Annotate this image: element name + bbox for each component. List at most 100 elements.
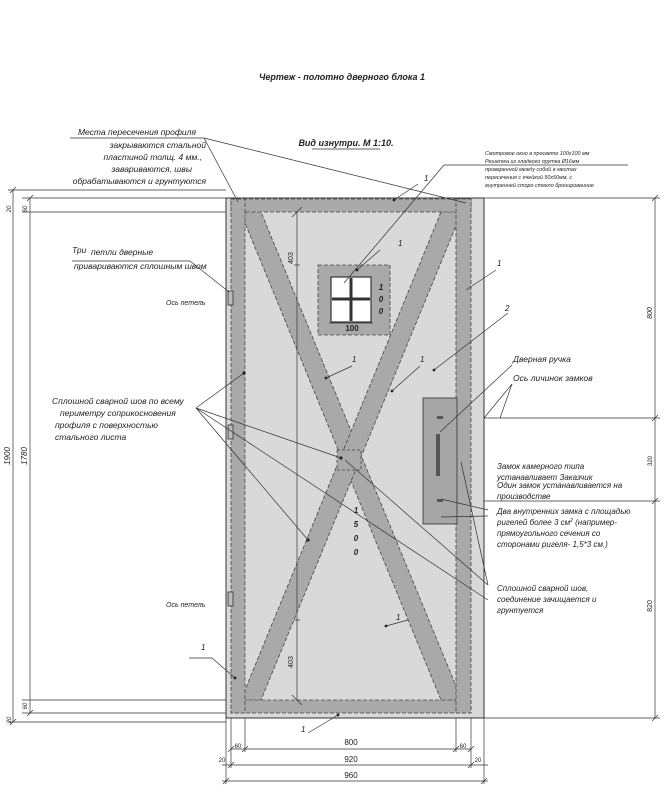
note-window: Смотровое окно в просвете 100х100 мм Реш… bbox=[485, 151, 594, 189]
note-profile-crossing-line-1: Места пересечения профиля bbox=[78, 127, 196, 137]
note-weld-cleaned: Сплошной сварной шов, соединение зачищае… bbox=[497, 584, 597, 615]
dim-1900: 1900 bbox=[3, 447, 12, 465]
note-locks-inner: Два внутренних замка с площадью ригелей … bbox=[496, 507, 630, 549]
note-lock-axis: Ось личинок замков bbox=[513, 373, 593, 383]
hinge-axis-bottom-label: Ось петель bbox=[166, 602, 206, 609]
frame-profiles bbox=[230, 198, 472, 714]
internal-dimension bbox=[291, 206, 303, 706]
note-door-handle: Дверная ручка bbox=[512, 354, 571, 364]
note-lock-factory-line-2: производстве bbox=[497, 492, 551, 501]
dim-1500-digit-4: 0 bbox=[354, 548, 359, 557]
dim-1500-digit-1: 1 bbox=[354, 506, 359, 515]
note-locks-inner-line-2: ригелей более 3 см2 (например- bbox=[496, 518, 617, 527]
note-hinges-line-1: петли дверные bbox=[91, 247, 153, 257]
handle-bar bbox=[436, 434, 440, 476]
dim-800-bottom: 800 bbox=[344, 738, 358, 747]
dim-1500-digit-2: 5 bbox=[354, 520, 359, 529]
note-window-line-2: Решетка из гладкого прутка Ø16мм bbox=[485, 159, 580, 165]
note-window-line-1: Смотровое окно в просвете 100х100 мм bbox=[485, 151, 590, 157]
leader-dots bbox=[233, 198, 436, 717]
dim-20-bottom-right: 20 bbox=[475, 758, 482, 764]
window-height-digit-3: 0 bbox=[379, 307, 384, 316]
hinge-top bbox=[227, 290, 234, 306]
note-weld-cleaned-line-3: грунтуется bbox=[497, 606, 544, 615]
profile-bottom bbox=[230, 699, 472, 714]
lock-cylinder-top bbox=[437, 416, 443, 419]
note-window-line-3: проваренной между собой в местах bbox=[485, 166, 577, 173]
note-window-line-5: внутренней сторо стекло бронированное bbox=[485, 182, 594, 189]
left-dimensions bbox=[8, 186, 226, 726]
dim-920: 920 bbox=[344, 755, 358, 764]
note-lock-chamber-line-1: Замок камерного типа bbox=[497, 462, 585, 471]
dim-left-top-60: 60 bbox=[23, 205, 29, 212]
callout-top-profile: 1 bbox=[424, 174, 428, 183]
note-perimeter-weld: Сплошной сварной шов по всему периметру … bbox=[52, 396, 185, 442]
dim-820-right: 820 bbox=[647, 600, 654, 612]
drawing-title: Чертеж - полотно дверного блока 1 bbox=[259, 72, 425, 82]
bottom-dimensions bbox=[222, 718, 488, 785]
dim-1780: 1780 bbox=[20, 447, 29, 465]
window-height-digit-1: 1 bbox=[379, 283, 384, 292]
note-weld-cleaned-line-1: Сплошной сварной шов, bbox=[497, 584, 588, 593]
window-width-label: 100 bbox=[345, 324, 359, 333]
dim-800-right: 800 bbox=[647, 307, 654, 319]
callout-window: 1 bbox=[398, 239, 402, 248]
dim-left-bottom-60: 60 bbox=[23, 702, 29, 709]
note-perimeter-weld-line-2: периметру соприкосновения bbox=[60, 408, 176, 418]
dim-1500-digit-3: 0 bbox=[354, 534, 359, 543]
dim-60-bottom-right: 60 bbox=[460, 744, 467, 750]
crossing-plate bbox=[336, 449, 362, 471]
note-profile-crossing: Места пересечения профиля закрываются ст… bbox=[73, 127, 207, 186]
note-locks-inner-line-2-text: ригелей более 3 см bbox=[496, 518, 571, 527]
hinge-bottom bbox=[227, 591, 234, 607]
hinge-axis-top-label: Ось петель bbox=[166, 300, 206, 307]
note-locks-inner-tail: (например- bbox=[573, 518, 617, 527]
dim-403-bottom: 403 bbox=[288, 656, 295, 668]
callout-right-profile: 1 bbox=[497, 259, 501, 268]
leader-lines bbox=[70, 137, 628, 734]
profile-left bbox=[230, 198, 246, 714]
view-label: Вид изнутри. М 1:10. bbox=[298, 138, 393, 148]
note-perimeter-weld-line-1: Сплошной сварной шов по всему bbox=[52, 396, 185, 406]
dim-1500: 1 5 0 0 bbox=[354, 506, 359, 557]
note-profile-crossing-line-5: обрабатываются и грунтуются bbox=[73, 176, 207, 186]
callout-diagonal-bottom: 1 bbox=[396, 613, 400, 622]
note-hinges-word: Три bbox=[72, 245, 87, 255]
window-grille bbox=[332, 278, 370, 321]
lock-cylinder-bottom bbox=[437, 499, 443, 502]
dim-left-bottom-20: 20 bbox=[7, 716, 13, 724]
note-lock-chamber: Замок камерного типа устанавливает Заказ… bbox=[496, 462, 594, 482]
note-profile-crossing-line-2: закрываются стальной bbox=[109, 140, 207, 150]
profile-right bbox=[455, 198, 472, 714]
note-profile-crossing-line-3: пластиной толщ. 4 мм., bbox=[104, 152, 203, 162]
profile-top bbox=[230, 198, 472, 213]
dim-20-bottom-left: 20 bbox=[219, 758, 226, 764]
callout-left-profile: 1 bbox=[201, 643, 205, 652]
callout-bottom-profile: 1 bbox=[301, 725, 305, 734]
note-hinges-line-2: привариваются сплошным швом bbox=[74, 261, 207, 271]
dim-960: 960 bbox=[344, 771, 358, 780]
callout-diagonal-left: 1 bbox=[352, 355, 356, 364]
note-locks-inner-line-3: прямоугольного сечения со bbox=[497, 529, 601, 538]
note-lock-chamber-line-2: устанавливает Заказчик bbox=[496, 473, 594, 482]
note-locks-inner-line-1: Два внутренних замка с площадью bbox=[496, 507, 630, 516]
window-height-label: 1 0 0 bbox=[379, 283, 384, 316]
note-perimeter-weld-line-3: профиля с поверхностью bbox=[55, 420, 159, 430]
note-window-line-4: пересечения с ячейкой 50х50мм, с bbox=[485, 174, 572, 181]
dim-320-right: 320 bbox=[648, 455, 654, 466]
dim-403-top: 403 bbox=[288, 252, 295, 264]
note-locks-inner-sup: 2 bbox=[569, 518, 573, 524]
callout-sheet: 2 bbox=[504, 304, 510, 313]
note-lock-factory-line-1: Один замок устанавливается на bbox=[497, 481, 623, 490]
dim-60-bottom-left: 60 bbox=[235, 744, 242, 750]
note-lock-factory: Один замок устанавливается на производст… bbox=[497, 481, 623, 501]
note-weld-cleaned-line-2: соединение зачищается и bbox=[497, 595, 597, 604]
note-perimeter-weld-line-4: стального листа bbox=[55, 432, 126, 442]
right-dimensions bbox=[484, 194, 660, 722]
callout-diagonal-right: 1 bbox=[420, 355, 424, 364]
window-height-digit-2: 0 bbox=[379, 295, 384, 304]
dim-left-top-20: 20 bbox=[7, 205, 13, 213]
note-locks-inner-line-4: сторонами ригеля- 1,5*3 см.) bbox=[497, 540, 608, 549]
note-profile-crossing-line-4: завариваются, швы bbox=[110, 164, 192, 174]
